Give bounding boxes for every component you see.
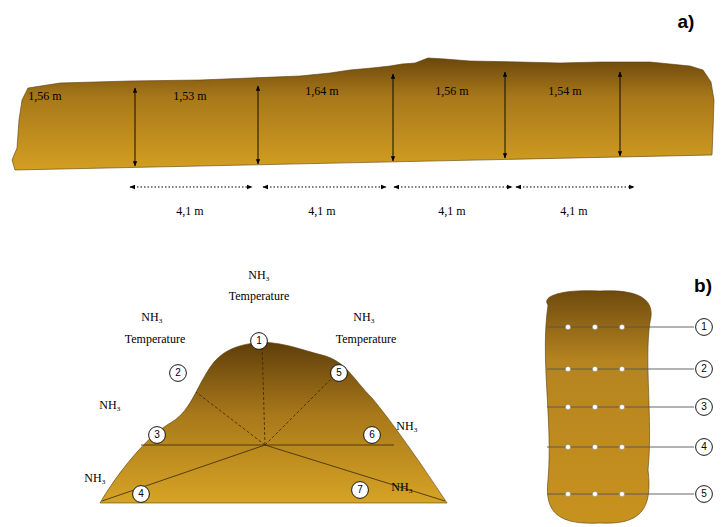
sampling-point-circle: 1 <box>250 332 268 350</box>
sampling-point-circle: 7 <box>351 481 369 499</box>
callout-number: 1 <box>256 336 262 346</box>
sampling-point-circle: 4 <box>132 485 150 503</box>
callout-number: 3 <box>701 402 707 412</box>
callout-number: 5 <box>701 489 707 499</box>
measurement-label: NH₃ <box>353 311 375 324</box>
measurement-label: NH₃ <box>141 311 163 324</box>
measurement-label: NH₃ <box>391 481 413 494</box>
measurement-label: NH₃ <box>84 472 106 485</box>
measurement-label: Temperature <box>336 333 396 346</box>
row-number-circle: 4 <box>695 438 713 456</box>
length-dimension: 4,1 m <box>438 205 465 218</box>
row-number-circle: 5 <box>695 485 713 503</box>
length-dimension: 4,1 m <box>308 205 335 218</box>
height-dimension: 1,53 m <box>173 90 206 103</box>
length-dimension: 4,1 m <box>560 205 587 218</box>
measurement-label: Temperature <box>125 333 185 346</box>
panel-letter: a) <box>678 12 695 33</box>
sampling-point-circle: 5 <box>330 364 348 382</box>
length-dimension: 4,1 m <box>176 205 203 218</box>
sampling-point-circle: 6 <box>363 426 381 444</box>
row-number-circle: 3 <box>695 398 713 416</box>
row-number-circle: 2 <box>695 360 713 378</box>
height-dimension: 1,56 m <box>435 85 468 98</box>
measurement-label: Temperature <box>229 290 289 303</box>
sampling-point-circle: 3 <box>148 426 166 444</box>
callout-number: 6 <box>369 430 375 440</box>
measurement-label: NH₃ <box>248 269 270 282</box>
measurement-label: NH₃ <box>99 399 121 412</box>
callout-number: 1 <box>701 322 707 332</box>
row-number-circle: 1 <box>695 318 713 336</box>
callout-number: 4 <box>701 442 707 452</box>
sampling-point-circle: 2 <box>169 364 187 382</box>
callout-number: 5 <box>336 368 342 378</box>
callout-number: 2 <box>175 368 181 378</box>
height-dimension: 1,54 m <box>548 85 581 98</box>
measurement-label: NH₃ <box>396 420 418 433</box>
callout-number: 2 <box>701 364 707 374</box>
callout-number: 7 <box>357 485 363 495</box>
callout-number: 3 <box>154 430 160 440</box>
panel-letter: b) <box>694 276 712 297</box>
height-dimension: 1,64 m <box>305 85 338 98</box>
callout-number: 4 <box>138 489 144 499</box>
height-dimension: 1,56 m <box>28 90 61 103</box>
